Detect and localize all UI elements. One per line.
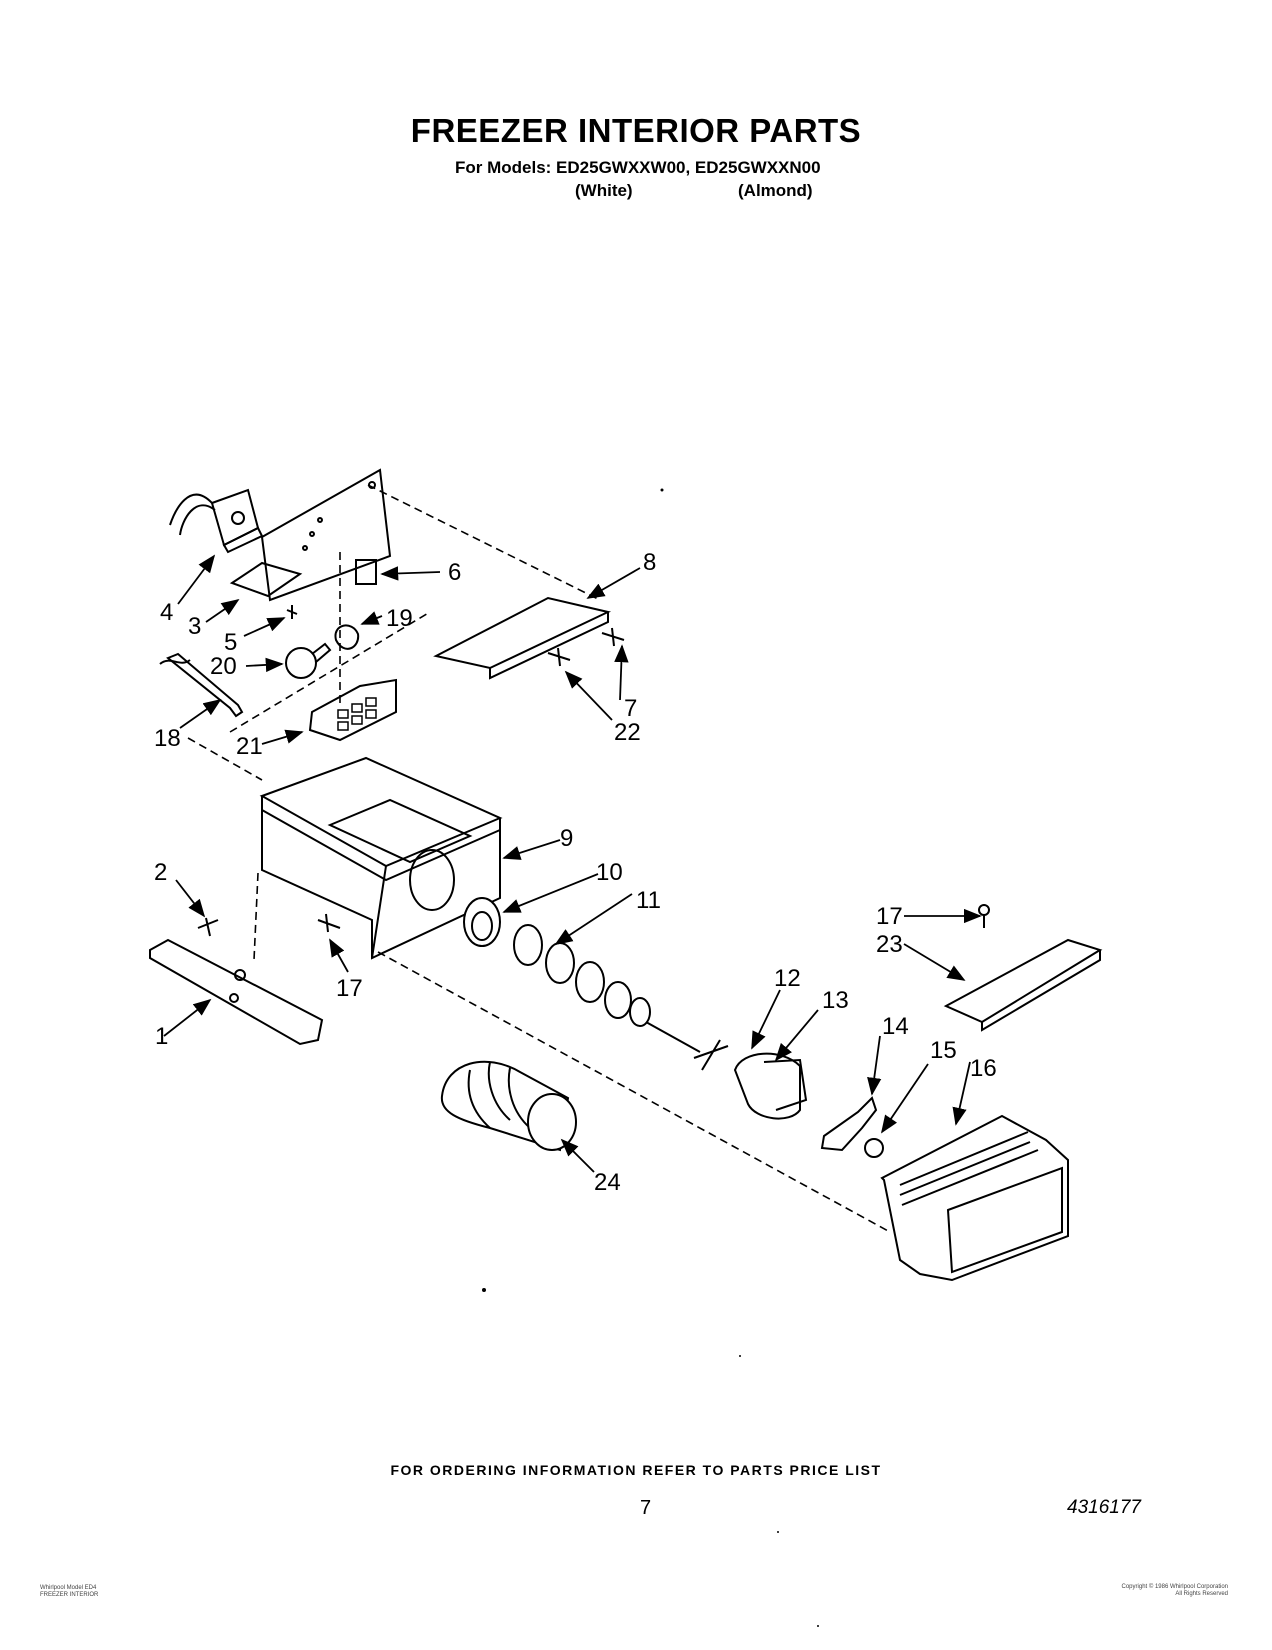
callout-24: 24 <box>594 1169 621 1196</box>
callout-6: 6 <box>448 559 461 586</box>
models-line: For Models: ED25GWXXW00, ED25GWXXN00 <box>455 158 821 177</box>
footer-left-line-2: FREEZER INTERIOR <box>40 1592 99 1598</box>
screw-part-5 <box>286 605 298 619</box>
callout-12: 12 <box>774 965 801 992</box>
cover-bar-part <box>943 904 1103 1032</box>
page-number: 7 <box>640 1497 652 1519</box>
wire-harness-part <box>166 652 244 718</box>
callout-13: 13 <box>822 987 849 1014</box>
copyright-line-2: All Rights Reserved <box>1175 1591 1228 1597</box>
page-title: FREEZER INTERIOR PARTS <box>410 112 862 149</box>
callout-7: 7 <box>624 695 637 722</box>
callout-10: 10 <box>596 859 623 886</box>
callout-11: 11 <box>636 887 661 914</box>
screw-part-17 <box>317 913 341 933</box>
color-almond: (Almond) <box>738 181 813 200</box>
callout-17b: 17 <box>876 903 903 930</box>
callout-3: 3 <box>188 613 201 640</box>
color-white: (White) <box>575 181 633 200</box>
copyright-line-1: Copyright © 1986 Whirlpool Corporation <box>1121 1584 1228 1590</box>
callout-22: 22 <box>614 719 641 746</box>
callout-1: 1 <box>155 1023 168 1050</box>
auger-part <box>513 924 701 1053</box>
callout-20: 20 <box>210 653 237 680</box>
drive-part <box>733 1052 808 1120</box>
mounting-plate-part <box>229 468 392 602</box>
shelf-part <box>433 596 625 680</box>
callout-18: 18 <box>154 725 181 752</box>
nut-part <box>864 1138 884 1158</box>
callout-16: 16 <box>970 1055 997 1082</box>
ordering-note: FOR ORDERING INFORMATION REFER TO PARTS … <box>390 1462 882 1478</box>
callout-19: 19 <box>386 605 413 632</box>
callout-14: 14 <box>882 1013 909 1040</box>
callout-4: 4 <box>160 599 173 626</box>
footer-left-line-1: Whirlpool Model ED4 <box>40 1585 97 1591</box>
callout-23: 23 <box>876 931 903 958</box>
light-socket-part <box>334 624 360 650</box>
callout-15: 15 <box>930 1037 957 1064</box>
copyright-note: Copyright © 1986 Whirlpool Corporation A… <box>1033 1584 1228 1598</box>
callout-5: 5 <box>224 629 237 656</box>
motor-part <box>169 488 264 554</box>
dispenser-part <box>880 1114 1069 1282</box>
footer-left-note: Whirlpool Model ED4 FREEZER INTERIOR <box>40 1585 98 1599</box>
bearing-part <box>463 897 501 947</box>
switch-part <box>355 559 377 585</box>
front-bracket-part <box>149 917 324 1046</box>
coupling-part <box>693 1039 729 1071</box>
bracket-part <box>820 1096 878 1152</box>
callout-8: 8 <box>643 549 656 576</box>
callout-2: 2 <box>154 859 167 886</box>
callout-17: 17 <box>336 975 363 1002</box>
light-cover-part <box>308 678 397 742</box>
light-bulb-part <box>285 642 332 679</box>
ice-crusher-part <box>440 1060 577 1152</box>
callout-9: 9 <box>560 825 573 852</box>
callout-21: 21 <box>236 733 263 760</box>
document-number: 4316177 <box>1067 1497 1141 1518</box>
ice-bin-part <box>259 756 503 960</box>
